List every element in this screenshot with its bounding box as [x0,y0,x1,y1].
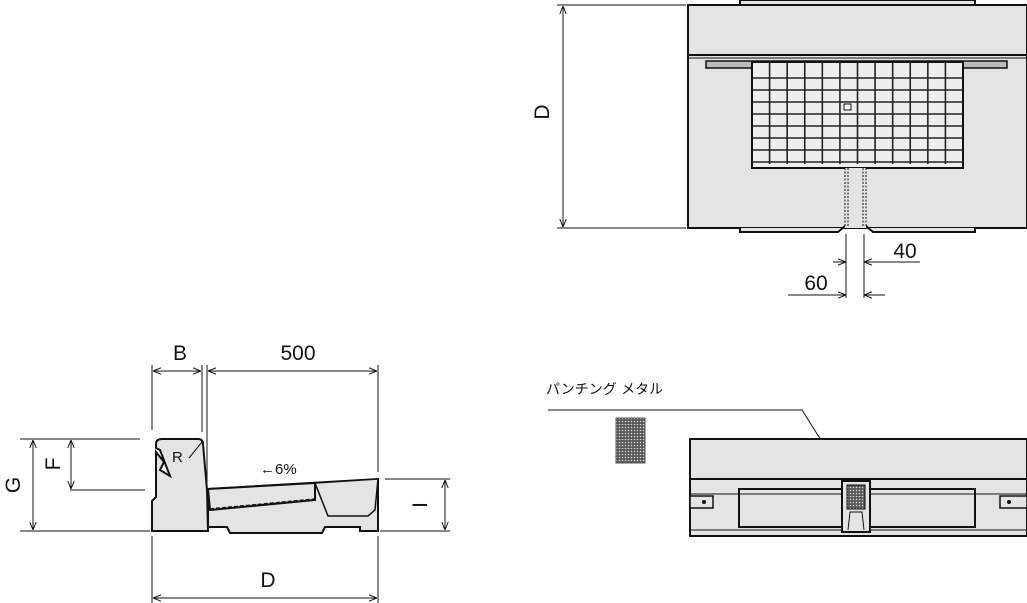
inner-width-label: 40 [893,240,916,263]
curb-block [151,438,210,532]
grating-lock-icon [843,103,852,111]
grating [751,61,964,169]
d-label: D [260,569,275,592]
g-label: G [2,477,25,493]
punching-metal-swatch [615,417,646,464]
front-view: パンチング メタル [546,382,1027,537]
slope-label: ←6% [260,461,297,478]
depth-label: D [531,104,554,119]
top-view: D 40 60 [531,0,1027,298]
punching-metal-label: パンチング メタル [546,382,663,398]
outer-width-label: 60 [804,272,827,295]
f-label: F [42,458,65,471]
radius-label: R [172,449,183,466]
b-label: B [173,342,187,365]
width-500-label: 500 [280,342,315,365]
side-view: B 500 G F I D R ←6% [2,342,450,603]
i-label: I [409,502,432,508]
